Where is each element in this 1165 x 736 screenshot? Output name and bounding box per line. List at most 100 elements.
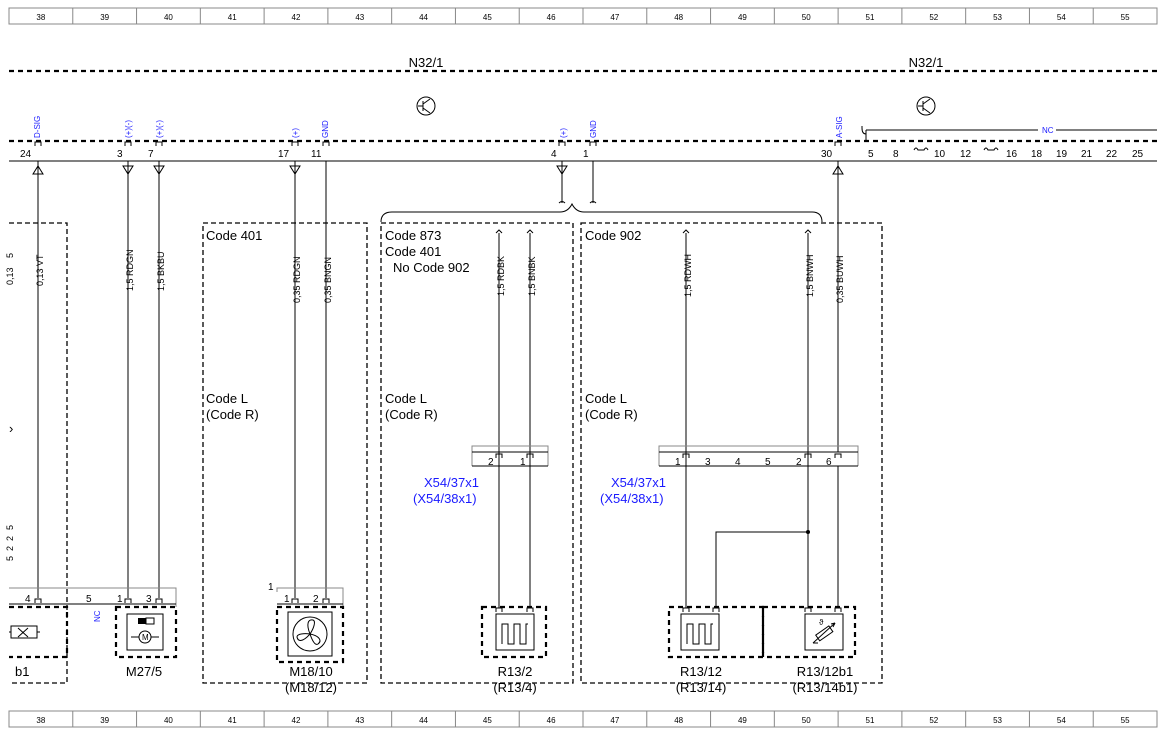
code-block-902: [580, 222, 883, 684]
pin-number: 4: [551, 149, 557, 160]
pin-number: 5: [86, 594, 92, 605]
brace: [380, 202, 823, 223]
pin-number: 24: [20, 149, 32, 160]
module-label-2: N32/1: [909, 55, 944, 70]
wire-label: 0,13 VT: [35, 254, 45, 286]
terminal-mark: [322, 141, 330, 146]
pin-number: 22: [1106, 149, 1118, 160]
terminal-mark: [291, 598, 299, 603]
grid-column-label: 39: [100, 13, 109, 22]
grid-column-label: 55: [1121, 13, 1130, 22]
pin-number: 18: [1031, 149, 1043, 160]
grid-column-label: 50: [802, 716, 811, 725]
pin-number: 21: [1081, 149, 1093, 160]
component-strip-fan: 1 1 2: [268, 582, 344, 607]
terminal-mark: [495, 607, 503, 612]
wire-label: 0,35 BUWH: [835, 255, 845, 303]
pin-number: 2: [796, 457, 802, 468]
terminal-mark: [291, 141, 299, 146]
wire-label: 1,5 BNBK: [527, 256, 537, 296]
component-name-alt: (R13/14): [676, 680, 727, 695]
edge-fragment: 0,13: [5, 267, 15, 285]
grid-column-label: 51: [866, 13, 875, 22]
grid-column-label: 39: [100, 716, 109, 725]
signal-label: (+): [559, 128, 568, 138]
pin-number: 3: [146, 594, 152, 605]
component-box-b1: [9, 605, 69, 659]
pin-number: 3: [705, 457, 711, 468]
pin-number: 4: [735, 457, 741, 468]
grid-column-label: 51: [866, 716, 875, 725]
pin-number: 10: [934, 149, 946, 160]
grid-column-label: 46: [547, 13, 556, 22]
component-name-alt: (R13/4): [493, 680, 536, 695]
temperature-sensor-icon: ϑ: [804, 613, 844, 651]
terminal-mark: [495, 453, 503, 458]
transistor-icon: [916, 96, 936, 116]
grid-column-label: 55: [1121, 716, 1130, 725]
wire-label: 0,35 BNGN: [323, 257, 333, 303]
heater-icon: [495, 613, 535, 651]
grid-column-label: 38: [36, 13, 45, 22]
grid-column-label: 52: [929, 716, 938, 725]
terminal-mark: [712, 607, 720, 612]
wire-label: 0,35 RDGN: [292, 256, 302, 303]
grid-column-label: 48: [674, 13, 683, 22]
grid-column-label: 52: [929, 13, 938, 22]
pin-number: 4: [25, 594, 31, 605]
code-block-401: [202, 222, 368, 684]
terminal-mark: [34, 141, 42, 146]
grid-column-label: 41: [228, 13, 237, 22]
pin-number: 7: [148, 149, 154, 160]
code-text: Code 873: [385, 228, 441, 243]
component-strip-left: 4 5 1 3 NC: [9, 587, 177, 622]
pin-number: 1: [675, 457, 681, 468]
grid-column-label: 49: [738, 13, 747, 22]
component-name: R13/2: [498, 664, 533, 679]
grid-column-label: 53: [993, 716, 1002, 725]
component-box-r13-2: [480, 605, 548, 659]
connector-x54-1: 2 1 X54/37x1 (X54/38x1): [413, 445, 549, 506]
pin-number: 11: [311, 149, 322, 160]
edge-fragment: 5: [5, 556, 15, 561]
pin-number: 5: [765, 457, 771, 468]
splice-point: [806, 530, 810, 534]
grid-column-label: 53: [993, 13, 1002, 22]
code-text: (Code R): [585, 407, 638, 422]
terminal-mark: [526, 607, 534, 612]
grid-column-label: 44: [419, 716, 428, 725]
grid-column-label: 47: [610, 716, 619, 725]
pin-number: 19: [1056, 149, 1068, 160]
code-text: Code L: [585, 391, 627, 406]
connector-label-alt: (X54/38x1): [413, 491, 477, 506]
connector-label: X54/37x1: [424, 475, 479, 490]
fan-icon: [287, 611, 333, 657]
left-edge-fragments: 5 0,13 › 5 2 2 5: [5, 253, 15, 561]
wire: [715, 531, 808, 608]
wires: [37, 161, 839, 608]
component-name: b1: [15, 664, 29, 679]
component-names: b1 M27/5 M18/10 (M18/12) R13/2 (R13/4) R…: [15, 664, 858, 695]
wire-labels: 0,13 VT 1,5 RDGN 1,5 BKBU 0,35 RDGN 0,35…: [35, 249, 845, 303]
terminal-mark: [322, 598, 330, 603]
connector-label: X54/37x1: [611, 475, 666, 490]
grid-column-label: 38: [36, 716, 45, 725]
grid-column-label: 40: [164, 716, 173, 725]
code-text: Code L: [385, 391, 427, 406]
grid-column-label: 49: [738, 716, 747, 725]
pin-number: 3: [117, 149, 123, 160]
grid-column-label: 40: [164, 13, 173, 22]
pin-signal-labels: D-SIG (+)(-) (+)(-) (+) GND (+) GND A-SI…: [33, 116, 844, 138]
terminal-mark: [682, 607, 690, 612]
transistor-icon: [416, 96, 436, 116]
pin-number: 25: [1132, 149, 1144, 160]
edge-fragment: 5: [5, 253, 15, 258]
pin-ref: 1: [268, 582, 274, 593]
pin-number: 30: [821, 149, 833, 160]
code-text: Code 401: [385, 244, 441, 259]
svg-text:M: M: [142, 633, 149, 642]
grid-column-label: 46: [547, 716, 556, 725]
